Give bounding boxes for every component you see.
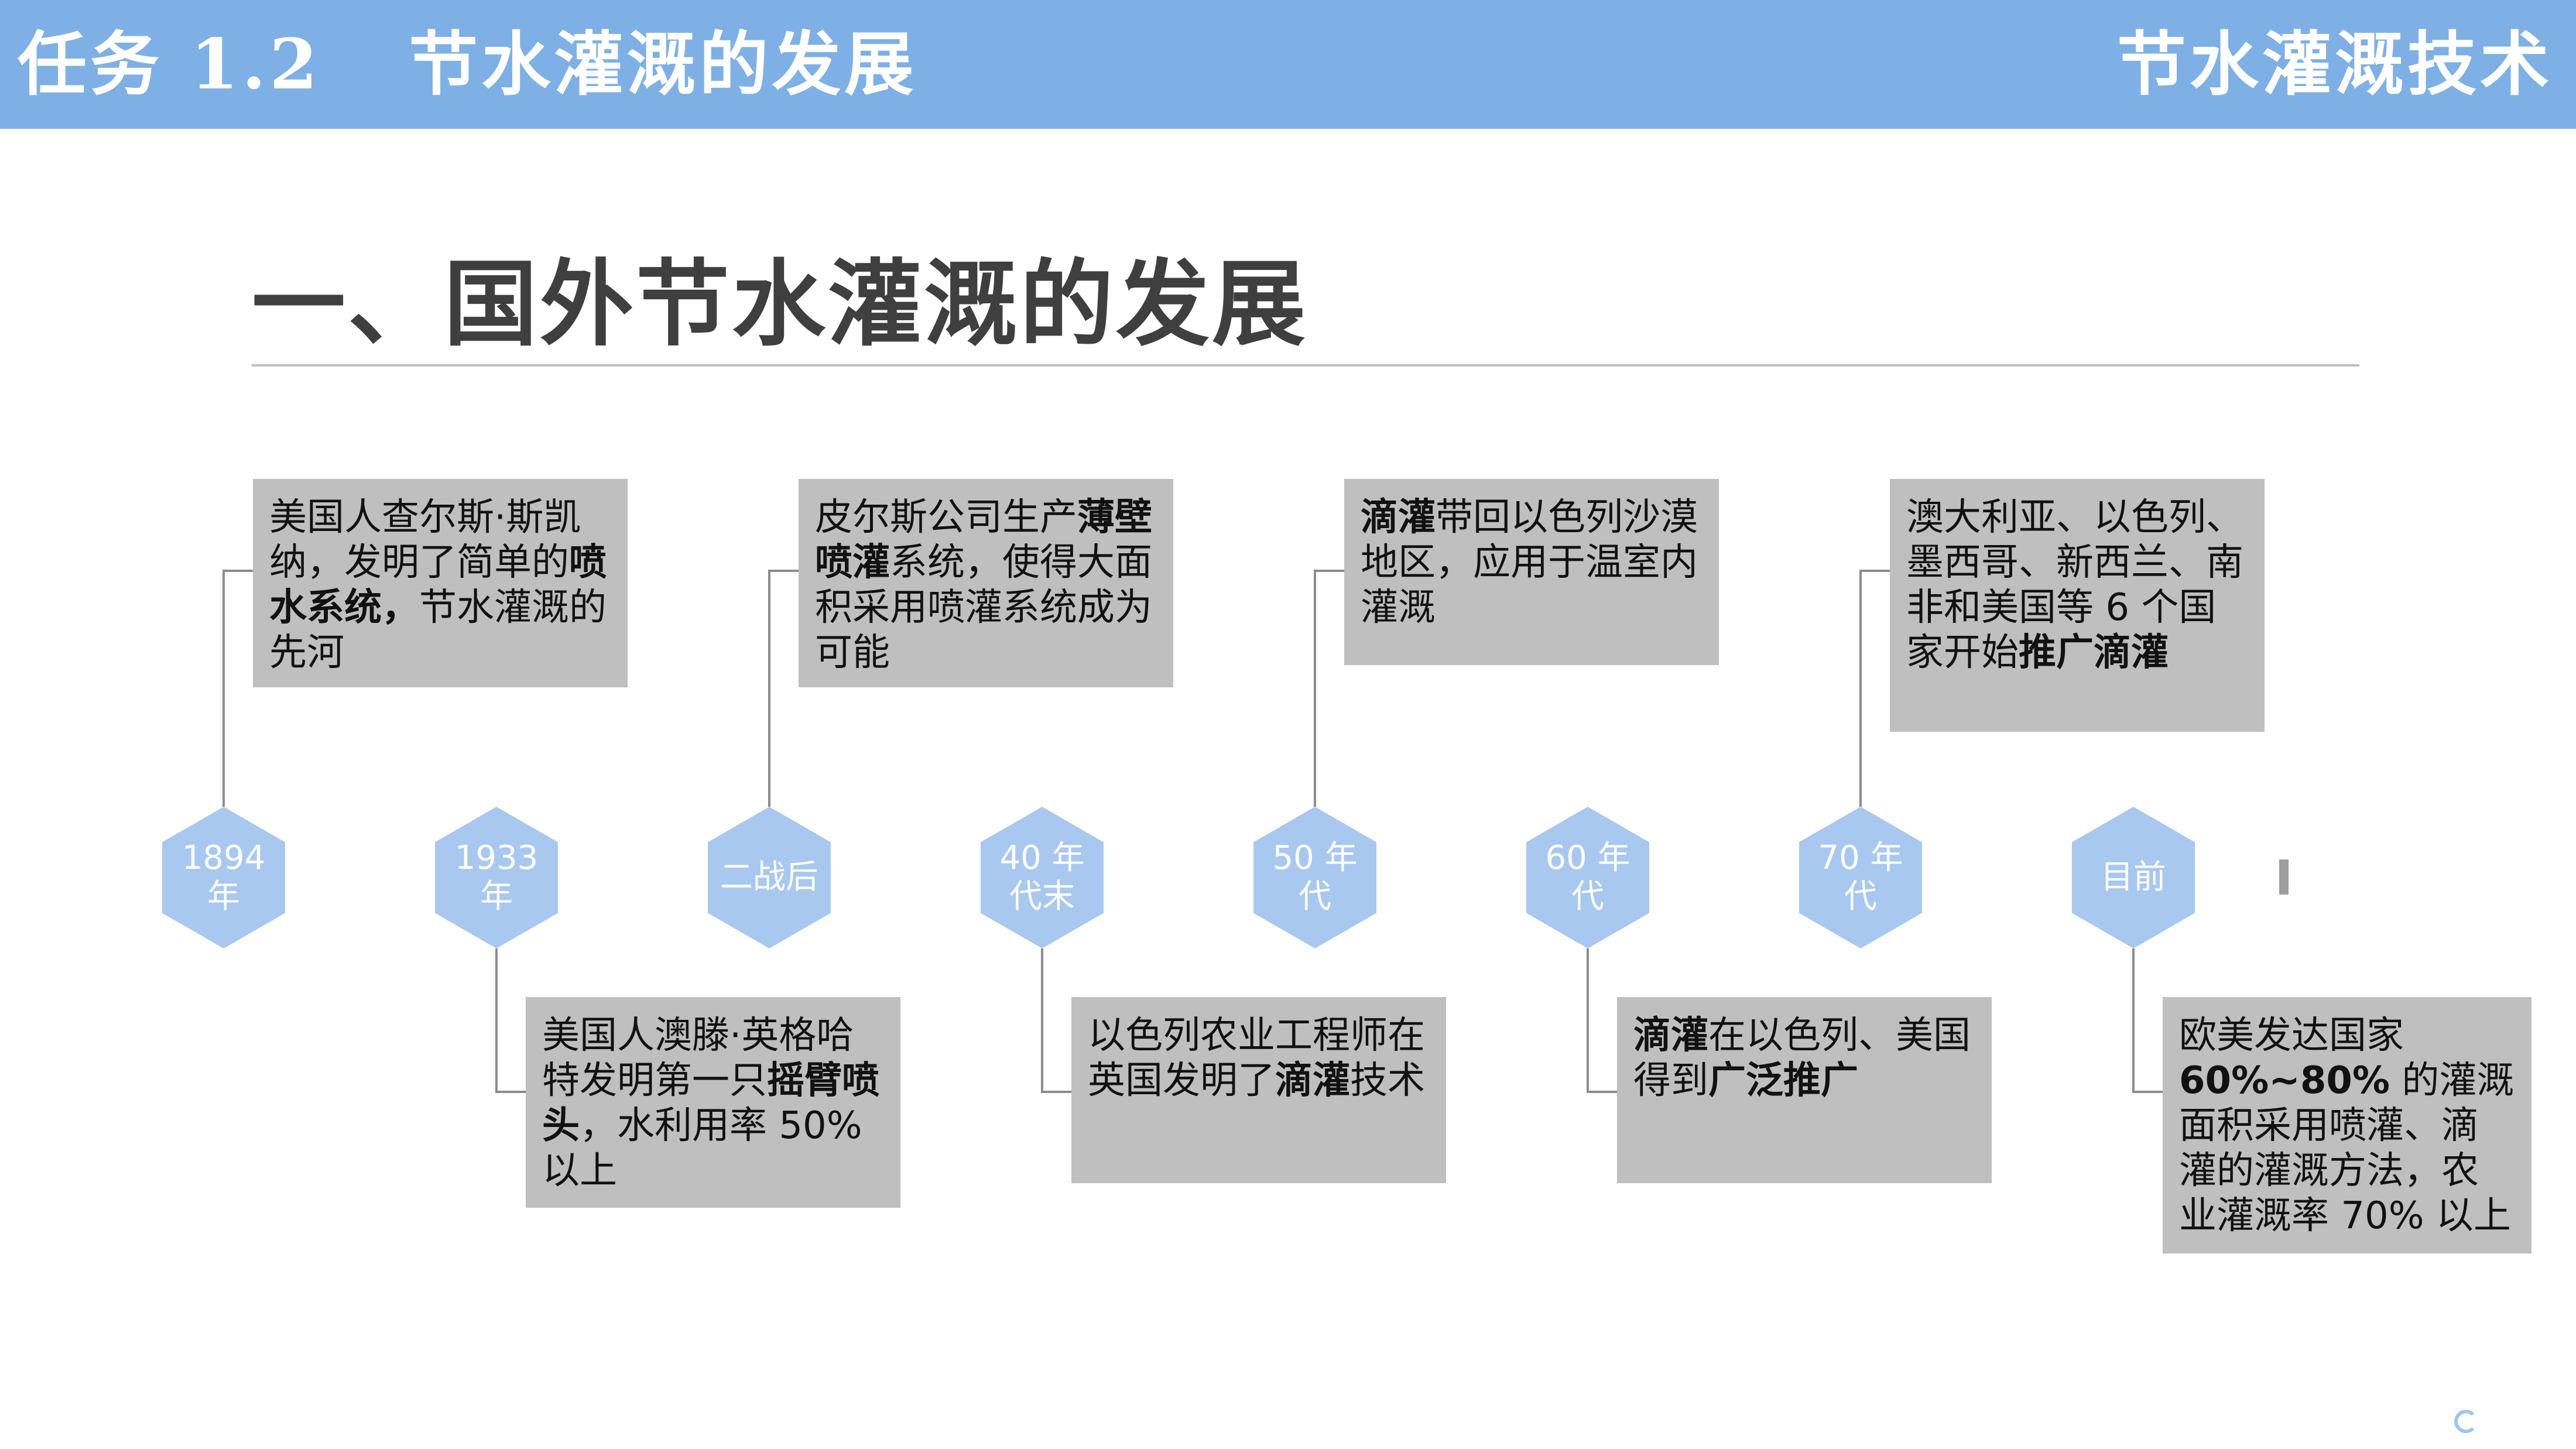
event-text-segment: 滴灌	[1633, 1014, 1708, 1057]
event-card-present: 欧美发达国家 60%~80% 的灌溉面积采用喷灌、滴灌的灌溉方法，农业灌溉率 7…	[2163, 997, 2532, 1253]
event-text-segment: 摇臂喷头	[542, 1059, 879, 1147]
header-title: 节水灌溉的发展	[409, 23, 917, 105]
event-card-late-40s: 以色列农业工程师在英国发明了滴灌技术	[1071, 997, 1446, 1183]
event-text-segment: 以色列农业工程师在英国发明了	[1088, 1014, 1425, 1102]
title-divider	[252, 364, 2359, 366]
event-text-segment: 技术	[1350, 1059, 1425, 1102]
event-text-segment: 推广滴灌	[2019, 631, 2169, 674]
connector-4	[1041, 948, 1071, 1093]
event-card-50s: 滴灌带回以色列沙漠地区，应用于温室内灌溉	[1344, 479, 1719, 665]
connector-2	[495, 948, 526, 1093]
course-title: 节水灌溉技术	[2116, 23, 2553, 105]
connector-8	[2132, 948, 2163, 1093]
event-text-segment: 美国人澳滕·英格哈特发明第一只	[542, 1014, 854, 1102]
event-card-1933: 美国人澳滕·英格哈特发明第一只摇臂喷头，水利用率 50% 以上	[526, 997, 900, 1208]
event-card-1894: 美国人查尔斯·斯凯纳，发明了简单的喷水系统，节水灌溉的先河	[253, 479, 628, 687]
connector-6	[1587, 948, 1617, 1093]
timeline-node-70s: 70 年代	[1799, 807, 1922, 948]
event-text-segment: 60%~80%	[2179, 1059, 2390, 1102]
timeline-node-50s: 50 年代	[1253, 807, 1376, 948]
timeline-node-present: 目前	[2072, 807, 2195, 948]
cursor-marker	[2279, 859, 2289, 895]
logo-icon	[2454, 1409, 2478, 1433]
event-text-segment: 系统，使得大面积采用喷灌系统成为可能	[815, 541, 1152, 674]
event-card-postwar: 皮尔斯公司生产薄壁喷灌系统，使得大面积采用喷灌系统成为可能	[799, 479, 1173, 687]
event-text-segment: 滴灌	[1275, 1059, 1350, 1102]
event-text-segment: 薄壁喷灌	[815, 496, 1152, 584]
task-label: 任务 1.2	[18, 23, 321, 105]
connector-1	[222, 570, 253, 807]
event-text-segment: 广泛推广	[1708, 1059, 1858, 1102]
event-card-60s: 滴灌在以色列、美国得到广泛推广	[1617, 997, 1992, 1183]
timeline-node-postwar: 二战后	[708, 807, 831, 948]
timeline-node-1933: 1933 年	[435, 807, 558, 948]
event-text-segment: 的灌溉面积采用喷灌、滴灌的灌溉方法，农业灌溉率 70% 以上	[2179, 1059, 2515, 1238]
watermark-logo	[2454, 1405, 2560, 1437]
timeline-node-late-40s: 40 年代末	[981, 807, 1104, 948]
header-left: 任务 1.2 节水灌溉的发展	[18, 18, 917, 111]
timeline-node-1894: 1894 年	[162, 807, 285, 948]
connector-7	[1859, 570, 1890, 807]
event-text-segment: 皮尔斯公司生产	[815, 496, 1077, 539]
timeline-node-60s: 60 年代	[1526, 807, 1649, 948]
event-text-segment: 喷水系统，	[269, 541, 607, 629]
page-title: 一、国外节水灌溉的发展	[252, 249, 1308, 359]
event-text-segment: 在以色列、美国得到	[1633, 1014, 1971, 1102]
event-text-segment: 澳大利亚、以色列、墨西哥、新西兰、南非和美国等 6 个国家开始	[1906, 496, 2243, 674]
event-text-segment: 带回以色列沙漠地区，应用于温室内灌溉	[1361, 496, 1698, 629]
event-text-segment: 滴灌	[1361, 496, 1436, 539]
event-text-segment: 美国人查尔斯·斯凯纳，发明了简单的	[269, 496, 581, 584]
event-card-70s: 澳大利亚、以色列、墨西哥、新西兰、南非和美国等 6 个国家开始推广滴灌	[1890, 479, 2265, 732]
header-bar: 任务 1.2 节水灌溉的发展 节水灌溉技术	[0, 0, 2576, 129]
connector-5	[1314, 570, 1344, 807]
event-text-segment: ，水利用率 50% 以上	[542, 1104, 862, 1193]
event-text-segment: 节水灌溉的先河	[269, 586, 607, 674]
event-text-segment: 欧美发达国家	[2179, 1014, 2404, 1057]
connector-3	[768, 570, 799, 807]
